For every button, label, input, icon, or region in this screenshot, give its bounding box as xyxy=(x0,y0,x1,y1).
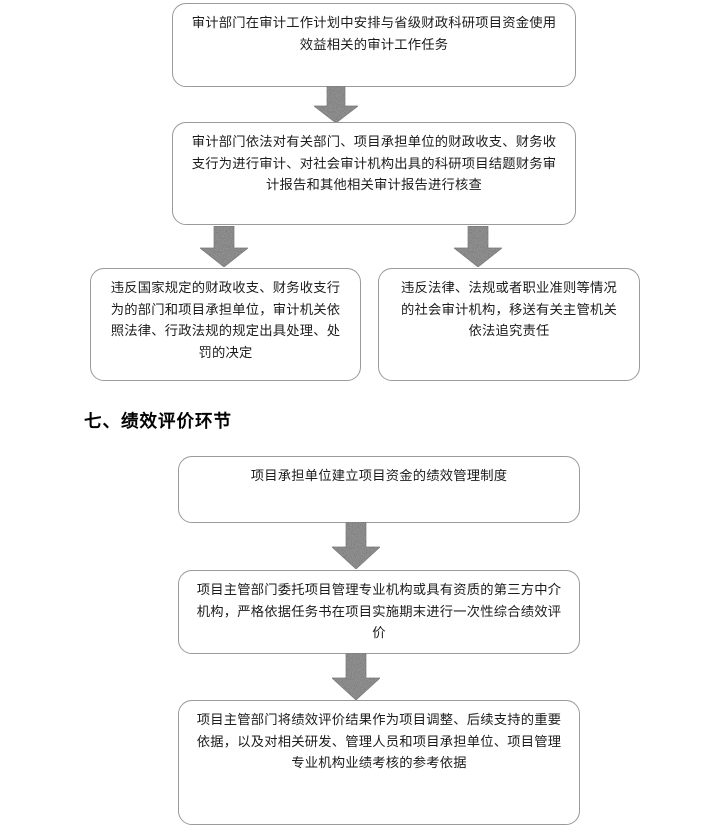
down-arrow-icon xyxy=(330,653,382,701)
audit-execution-box: 审计部门依法对有关部门、项目承担单位的财政收支、财务收支行为进行审计、对社会审计… xyxy=(172,122,576,225)
performance-management-system-box: 项目承担单位建立项目资金的绩效管理制度 xyxy=(178,456,580,523)
audit-plan-task-box: 审计部门在审计工作计划中安排与省级财政科研项目资金使用效益相关的审计工作任务 xyxy=(172,3,576,87)
performance-result-usage-box: 项目主管部门将绩效评价结果作为项目调整、后续支持的重要依据，以及对相关研发、管理… xyxy=(178,700,580,825)
performance-evaluation-commission-box: 项目主管部门委托项目管理专业机构或具有资质的第三方中介机构，严格依据任务书在项目… xyxy=(178,570,580,654)
audit-penalty-agencies-text: 违反法律、法规或者职业准则等情况的社会审计机构，移送有关主管机关依法追究责任 xyxy=(401,281,617,340)
audit-plan-task-text: 审计部门在审计工作计划中安排与省级财政科研项目资金使用效益相关的审计工作任务 xyxy=(191,16,557,53)
performance-management-system-text: 项目承担单位建立项目资金的绩效管理制度 xyxy=(250,469,508,484)
performance-result-usage-text: 项目主管部门将绩效评价结果作为项目调整、后续支持的重要依据，以及对相关研发、管理… xyxy=(196,713,562,772)
audit-penalty-departments-box: 违反国家规定的财政收支、财务收支行为的部门和项目承担单位，审计机关依照法律、行政… xyxy=(90,268,361,381)
audit-penalty-agencies-box: 违反法律、法规或者职业准则等情况的社会审计机构，移送有关主管机关依法追究责任 xyxy=(378,268,640,381)
audit-penalty-departments-text: 违反国家规定的财政收支、财务收支行为的部门和项目承担单位，审计机关依照法律、行政… xyxy=(110,281,341,361)
down-arrow-icon xyxy=(452,226,504,268)
performance-evaluation-commission-text: 项目主管部门委托项目管理专业机构或具有资质的第三方中介机构，严格依据任务书在项目… xyxy=(196,583,562,642)
audit-execution-text: 审计部门依法对有关部门、项目承担单位的财政收支、财务收支行为进行审计、对社会审计… xyxy=(191,135,557,194)
down-arrow-icon xyxy=(198,226,250,268)
section-heading-performance: 七、绩效评价环节 xyxy=(84,412,232,432)
down-arrow-icon xyxy=(330,522,382,570)
down-arrow-icon xyxy=(312,86,360,124)
